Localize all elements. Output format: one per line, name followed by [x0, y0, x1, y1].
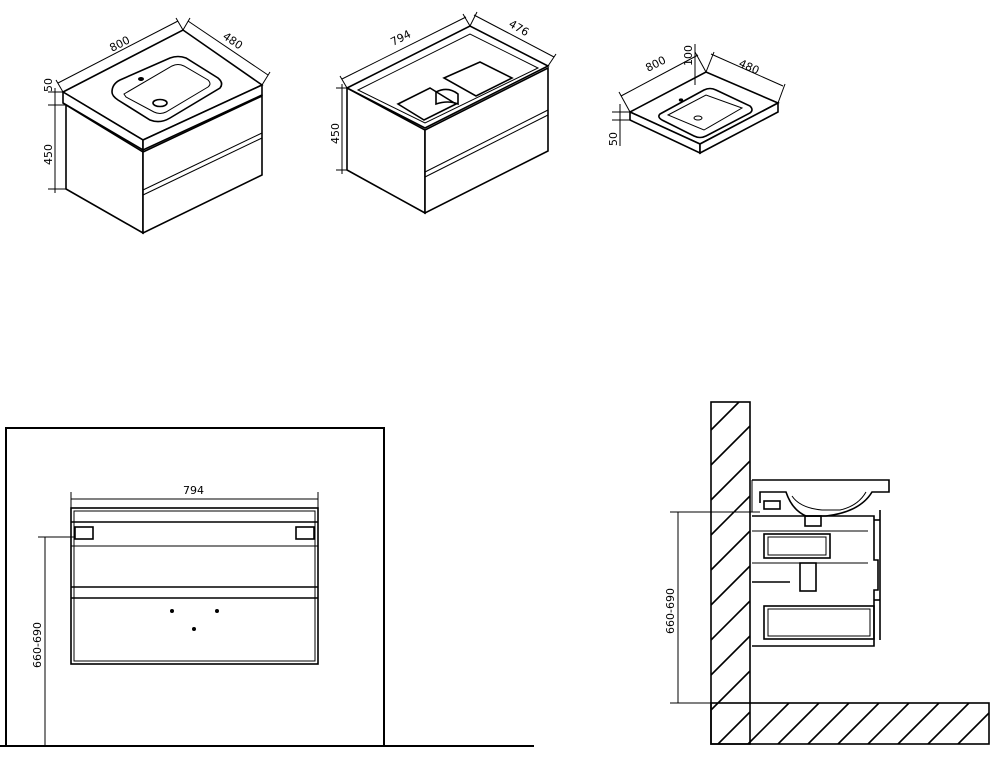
iso3-width-label: 800	[643, 54, 668, 75]
iso1-top-height-label: 50	[42, 78, 55, 92]
side-mount-height-label: 660-690	[664, 588, 677, 634]
iso-cabinet-with-basin: 800 480 50 450	[42, 17, 271, 235]
iso3-thickness-label: 50	[607, 132, 620, 146]
iso3-tap-hole-label: 100	[682, 45, 695, 66]
side-section: 660-690	[664, 401, 990, 745]
iso-cabinet-body: 794 476 450	[329, 11, 557, 215]
iso-basin: 800 480 100 50	[607, 44, 786, 155]
front-elevation: 794 660-690	[0, 427, 534, 747]
iso1-depth-label: 480	[220, 30, 245, 53]
iso2-body-height-label: 450	[329, 123, 342, 144]
floor-hatching	[717, 702, 990, 745]
iso1-body-height-label: 450	[42, 144, 55, 165]
front-mount-height-label: 660-690	[31, 622, 44, 668]
wall-hatching	[710, 401, 751, 711]
iso2-depth-label: 476	[507, 17, 532, 39]
front-width-label: 794	[183, 484, 204, 497]
